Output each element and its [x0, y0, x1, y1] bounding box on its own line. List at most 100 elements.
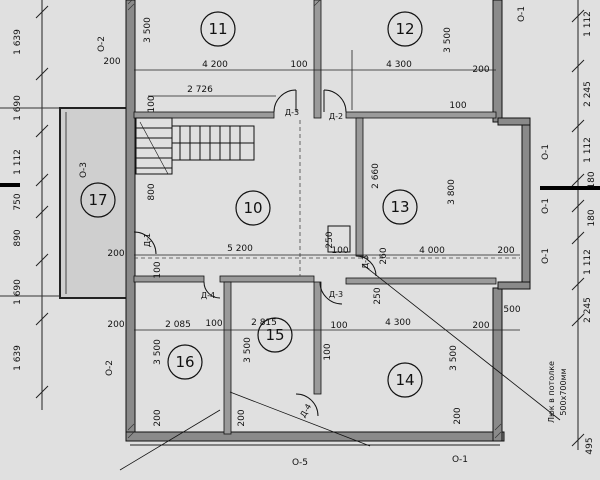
dims-low: 200 2 085 100 2 815 100 4 300 200 500 [107, 305, 520, 331]
dim-mid-4: 4 000 [419, 246, 445, 256]
room-10-label: 10 [243, 199, 262, 217]
dim-mid-6: 250 [373, 287, 383, 304]
door-label-4: Д-4 [201, 291, 215, 300]
dim-right-3: 1 112 [583, 137, 593, 163]
door-label-5: Д-3 [329, 290, 343, 299]
dims-left: 1 639 1 690 1 112 750 890 1 690 1 639 [13, 29, 23, 371]
room-17-label: 17 [88, 191, 107, 209]
dim-v-9: 3 500 [449, 345, 459, 371]
dim-v-8: 3 500 [243, 337, 253, 363]
dim-low-1: 200 [107, 320, 124, 330]
leader-line-2 [119, 409, 221, 471]
room-11-label: 11 [208, 20, 227, 38]
dim-v-3: 100 [147, 95, 157, 112]
dim-v-14: 100 [153, 261, 163, 278]
dim-left-4: 750 [13, 193, 23, 210]
dim-mid-2: 5 200 [227, 244, 253, 254]
note-line-2: 500х700мм [559, 368, 568, 415]
right-dimension-line [571, 0, 585, 450]
dim-v-4: 800 [147, 183, 157, 200]
dim-v-12: 200 [453, 407, 463, 424]
dims-vertical: 3 500 3 500 100 800 3 800 2 660 3 500 3 … [143, 17, 463, 427]
dim-v-10: 200 [153, 409, 163, 426]
room-12-label: 12 [395, 20, 414, 38]
dim-top-7: 100 [449, 101, 466, 111]
window-left-1: О-2 [97, 36, 107, 52]
dim-v-1: 3 500 [143, 17, 153, 43]
dim-left-1: 1 639 [13, 29, 23, 55]
dim-v-2: 3 500 [443, 27, 453, 53]
room-16-label: 16 [175, 353, 194, 371]
leader-line-1 [229, 391, 371, 447]
dim-low-7: 200 [472, 321, 489, 331]
dim-right-4: 180 [587, 171, 597, 188]
dim-left-6: 1 690 [13, 279, 23, 305]
dim-v-15: 250 [325, 231, 335, 248]
window-right-3: О-1 [541, 198, 551, 214]
dim-right-6: 1 112 [583, 249, 593, 275]
window-right-1: О-1 [517, 6, 527, 22]
door-label-1: Д-3 [285, 108, 299, 117]
window-right-2: О-1 [541, 144, 551, 160]
dim-mid-7: 260 [379, 247, 389, 264]
window-labels: О-2 О-3 О-2 О-1 О-1 О-1 О-1 О-5 О-1 [79, 6, 551, 468]
interior-walls [133, 0, 497, 435]
dim-v-5: 3 800 [447, 179, 457, 205]
dim-top-3: 100 [290, 60, 307, 70]
dim-left-7: 1 639 [13, 345, 23, 371]
dim-low-8: 500 [503, 305, 520, 315]
dims-top: 200 4 200 100 4 300 200 2 726 100 [103, 57, 489, 111]
dim-low-5: 100 [330, 321, 347, 331]
dim-mid-3: 100 [331, 246, 348, 256]
dim-top-2: 4 200 [202, 60, 228, 70]
dim-left-2: 1 690 [13, 95, 23, 121]
room-14-label: 14 [395, 371, 414, 389]
room-labels: 11 12 13 10 17 16 15 14 [88, 20, 414, 389]
dim-right-7: 2 245 [583, 297, 593, 323]
room-15-label: 15 [265, 326, 284, 344]
dim-right-2: 2 245 [583, 81, 593, 107]
room-13-label: 13 [390, 198, 409, 216]
hatch-note: Люк в потолке 500х700мм [547, 361, 568, 423]
dims-mid: 200 5 200 100 4 000 200 250 260 [107, 244, 514, 305]
dim-top-6: 2 726 [187, 85, 213, 95]
dim-v-7: 3 500 [153, 339, 163, 365]
door-label-3: Д-1 [143, 233, 152, 247]
door-swings [133, 89, 377, 417]
ceiling-hatch [327, 225, 351, 253]
dim-v-6: 2 660 [371, 163, 381, 189]
dim-top-1: 200 [103, 57, 120, 67]
dim-right-8: 495 [585, 437, 595, 454]
dim-mid-5: 200 [497, 246, 514, 256]
window-left-3: О-2 [105, 360, 115, 376]
dim-left-3: 1 112 [13, 149, 23, 175]
door-label-2: Д-2 [329, 112, 343, 121]
dim-mid-1: 200 [107, 249, 124, 259]
note-line-1: Люк в потолке [547, 361, 556, 423]
hatch-leader [361, 263, 561, 421]
window-bottom-1: О-5 [292, 458, 308, 468]
staircase [135, 117, 255, 175]
dim-low-6: 4 300 [385, 318, 411, 328]
dashed-lines [134, 120, 520, 276]
dim-low-3: 100 [205, 319, 222, 329]
room-markers [80, 11, 423, 398]
left-dimension-line [35, 0, 49, 410]
dim-v-13: 100 [323, 343, 333, 360]
door-label-6: Д-3 [361, 255, 370, 269]
inner-dimension-lines [134, 50, 520, 331]
dim-v-11: 200 [237, 409, 247, 426]
dims-right: 1 112 2 245 1 112 180 180 1 112 2 245 49… [583, 11, 597, 454]
dim-low-4: 2 815 [251, 318, 277, 328]
window-right-4: О-1 [541, 248, 551, 264]
window-bottom-2: О-1 [452, 455, 468, 465]
wall-hatching [127, 0, 502, 439]
dim-top-5: 200 [472, 65, 489, 75]
dim-right-5: 180 [587, 209, 597, 226]
window-left-2: О-3 [79, 162, 89, 178]
exterior-walls [125, 0, 531, 442]
dim-low-2: 2 085 [165, 320, 191, 330]
dim-top-4: 4 300 [386, 60, 412, 70]
dim-right-1: 1 112 [583, 11, 593, 37]
